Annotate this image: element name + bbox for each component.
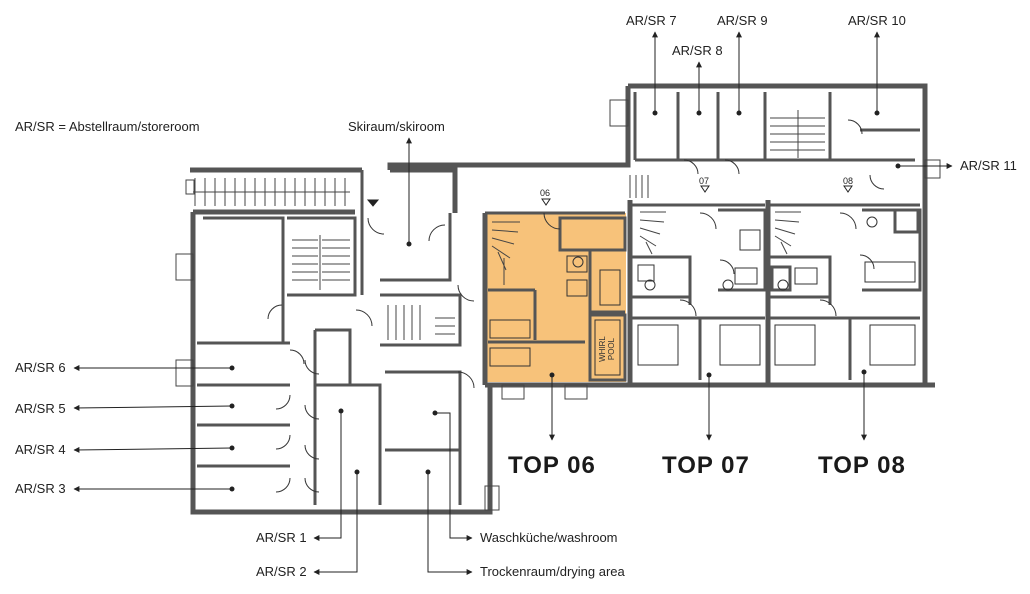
label-washroom: Waschküche/washroom	[480, 530, 618, 545]
doors	[267, 119, 885, 493]
label-ar-sr-2: AR/SR 2	[256, 564, 307, 579]
inner-walls	[197, 92, 922, 505]
label-ar-sr-7: AR/SR 7	[626, 13, 677, 28]
furniture	[489, 216, 916, 376]
door-number-06: 06	[540, 188, 551, 198]
label-ar-sr-10: AR/SR 10	[848, 13, 906, 28]
label-ar-sr-9: AR/SR 9	[717, 13, 768, 28]
door-number-07: 07	[699, 176, 710, 186]
label-ar-sr-3: AR/SR 3	[15, 481, 66, 496]
label-ar-sr-8: AR/SR 8	[672, 43, 723, 58]
legend-text: AR/SR = Abstellraum/storeroom	[15, 119, 200, 134]
whirlpool-label: WHIRL POOL	[598, 336, 616, 362]
stairs	[193, 110, 825, 340]
label-ar-sr-6: AR/SR 6	[15, 360, 66, 375]
unit-top-07: TOP 07	[662, 452, 750, 479]
label-skiroom: Skiraum/skiroom	[348, 119, 445, 134]
entrance-markers	[366, 185, 853, 207]
label-ar-sr-1: AR/SR 1	[256, 530, 307, 545]
label-ar-sr-4: AR/SR 4	[15, 442, 66, 457]
leader-lines	[73, 31, 953, 575]
windows	[175, 99, 941, 511]
unit-top-08: TOP 08	[818, 452, 906, 479]
label-ar-sr-11: AR/SR 11	[960, 158, 1017, 173]
label-drying-area: Trockenraum/drying area	[480, 564, 625, 579]
unit-top-06: TOP 06	[508, 452, 596, 479]
label-ar-sr-5: AR/SR 5	[15, 401, 66, 416]
door-number-08: 08	[843, 176, 854, 186]
